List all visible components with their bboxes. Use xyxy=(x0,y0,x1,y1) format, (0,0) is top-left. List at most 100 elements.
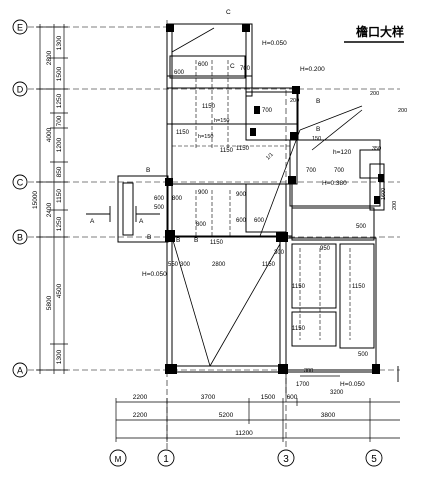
beam-text-24: 800 xyxy=(172,196,183,202)
dim-outer-1: 2800 xyxy=(46,50,53,65)
level-mark-6: H=0.050 xyxy=(340,381,365,388)
beam-text-2: 600 xyxy=(154,196,165,202)
misc-text-7: 200 xyxy=(398,108,407,114)
dim-inner-4: 700 xyxy=(56,115,63,126)
section-label-a-2: A xyxy=(139,218,144,225)
beam-text-11: 1150 xyxy=(292,284,306,290)
beam-text-8: 900 xyxy=(236,192,247,198)
grid-col-label-3: 3 xyxy=(283,454,289,465)
beam-text-13: 1150 xyxy=(292,326,306,332)
beam-text-23: 800 xyxy=(196,222,207,228)
beam-text-6: 700 xyxy=(306,168,317,174)
beam-text-3: 600 xyxy=(236,218,247,224)
misc-text-3: 1/1 xyxy=(265,152,275,162)
beam-text-14: 1150 xyxy=(202,104,216,110)
dim-inner-10: 1300 xyxy=(56,349,63,364)
misc-text-9: 1600 xyxy=(381,188,387,200)
dim-total-vertical: 15000 xyxy=(32,191,39,209)
bottom-dim-r1-1: 2200 xyxy=(133,394,148,401)
grid-row-label-a: A xyxy=(17,366,23,376)
bottom-dim-r1-2: 3700 xyxy=(201,394,216,401)
dim-inner-3: 1250 xyxy=(56,93,63,108)
grid-row-label-d: D xyxy=(17,85,24,95)
inner-dim-2: 300 xyxy=(180,262,191,268)
dim-inner-9: 4500 xyxy=(56,283,63,298)
drawing-title: 檐口大样 xyxy=(356,24,404,39)
level-mark-3: h=120 xyxy=(333,149,352,156)
level-mark-5: H=0.050 xyxy=(142,271,167,278)
section-label-b-1: B xyxy=(146,167,150,174)
beam-text-25: 1150 xyxy=(236,146,250,152)
beam-text-17: 500 xyxy=(154,205,165,211)
level-mark-4: H=0.380 xyxy=(322,180,347,187)
inner-dim-6: 3200 xyxy=(330,390,344,396)
inner-dim-1: 550 xyxy=(168,262,179,268)
section-label-a-1: A xyxy=(90,218,95,225)
bottom-dimension-lines xyxy=(116,372,400,442)
bottom-dim-total: 11200 xyxy=(235,430,253,437)
misc-text-10: 350 xyxy=(372,146,381,152)
beam-text-5: 700 xyxy=(262,108,273,114)
level-mark-2: H=0.200 xyxy=(300,66,325,73)
beam-text-12: 1150 xyxy=(352,284,366,290)
beam-text-10: 1150 xyxy=(176,130,190,136)
beam-text-18: 500 xyxy=(356,224,367,230)
beam-text-20: 600 xyxy=(198,62,209,68)
dim-inner-2: 1500 xyxy=(56,66,63,81)
inner-dim-3: 2800 xyxy=(212,262,226,268)
misc-text-4: 200 xyxy=(370,91,379,97)
structural-columns[interactable] xyxy=(165,24,384,374)
grid-column-bubbles xyxy=(110,450,382,466)
section-label-b-4: B xyxy=(316,126,320,133)
beam-text-9: 950 xyxy=(320,246,331,252)
bottom-dim-r1-4: 600 xyxy=(287,394,298,401)
bottom-dim-r2-2: 5200 xyxy=(219,412,234,419)
grid-col-label-1: 1 xyxy=(163,454,169,465)
dim-outer-2: 4000 xyxy=(46,127,53,142)
misc-text-8: 150 xyxy=(312,136,321,142)
misc-text-6: 300 xyxy=(304,368,313,374)
beam-text-21: 600 xyxy=(254,218,265,224)
beam-text-15: 1150 xyxy=(220,148,234,154)
grid-column-axes xyxy=(167,20,286,452)
dashed-beams xyxy=(172,60,350,340)
section-label-c-top: C xyxy=(226,9,231,16)
dim-inner-5: 1200 xyxy=(56,137,63,152)
grid-row-label-c: C xyxy=(17,178,24,188)
grid-row-bubbles xyxy=(13,20,27,377)
bottom-dim-r2-1: 2200 xyxy=(133,412,148,419)
structure-walls xyxy=(118,24,384,372)
level-mark-1: H=0.050 xyxy=(262,40,287,47)
dim-inner-1: 1300 xyxy=(56,35,63,50)
section-cut-markers xyxy=(86,206,398,382)
beam-text-4: 700 xyxy=(240,66,251,72)
grid-row-label-b: B xyxy=(17,233,23,243)
bottom-dim-r1-3: 1500 xyxy=(261,394,276,401)
section-label-b-6: B xyxy=(194,237,198,244)
misc-text-11: 200 xyxy=(392,201,398,210)
dim-inner-7: 1150 xyxy=(56,189,63,203)
section-label-b-5: B xyxy=(176,237,180,244)
dim-outer-4: 5800 xyxy=(46,295,53,310)
beam-text-19: 500 xyxy=(358,352,369,358)
misc-text-1: h=150 xyxy=(198,134,213,140)
inner-dim-4: 1150 xyxy=(262,262,276,268)
section-label-b-3: B xyxy=(316,98,320,105)
inner-dim-7: 1700 xyxy=(296,382,310,388)
beam-text-7: 900 xyxy=(198,190,209,196)
beam-text-1: 600 xyxy=(174,70,185,76)
dim-inner-8: 1250 xyxy=(56,216,63,231)
diagonal-lines xyxy=(172,28,362,366)
misc-text-2: h=150 xyxy=(214,118,229,124)
grid-row-label-e: E xyxy=(17,23,23,33)
section-label-c-mid: C xyxy=(230,63,235,70)
beam-text-16: 1150 xyxy=(210,240,224,246)
dim-outer-3: 2400 xyxy=(46,202,53,217)
grid-col-label-m: M xyxy=(115,455,122,464)
section-label-b-2: B xyxy=(147,234,151,241)
bottom-dim-r2-3: 3800 xyxy=(321,412,336,419)
dim-inner-6: 850 xyxy=(56,166,63,177)
left-dimension-lines xyxy=(36,24,68,374)
beam-text-22: 700 xyxy=(334,168,345,174)
